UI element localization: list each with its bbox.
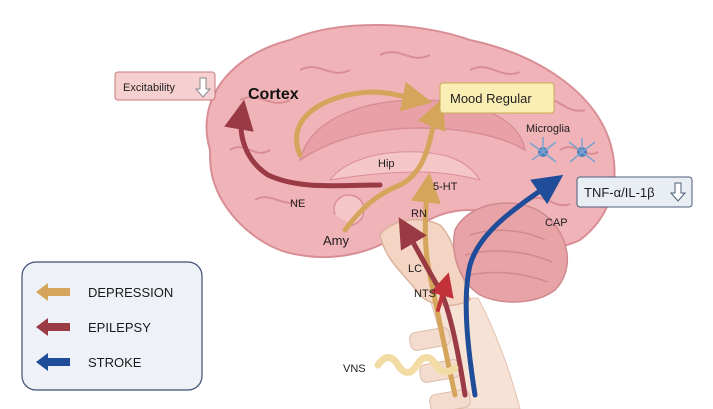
legend: DEPRESSION EPILEPSY STROKE (21, 261, 203, 391)
amy-label: Amy (323, 233, 350, 248)
nts-label: NTS (414, 288, 436, 300)
legend-label-stroke: STROKE (88, 355, 142, 370)
tnf-label: TNF-α/IL-1β (584, 185, 655, 200)
cap-label: CAP (545, 217, 568, 229)
ht-label: 5-HT (433, 181, 458, 193)
microglia-label: Microglia (526, 123, 571, 135)
down-arrow-icon (194, 77, 212, 98)
stroke-pathway (463, 174, 564, 398)
down-arrow-icon (669, 182, 687, 202)
rn-label: RN (411, 208, 427, 220)
lc-label: LC (408, 263, 422, 275)
mood-box: Mood Regular (439, 82, 555, 114)
legend-item-epilepsy: EPILEPSY (36, 318, 151, 336)
microglia-cell-icon (529, 137, 596, 163)
epilepsy-pathway (224, 99, 468, 398)
legend-item-stroke: STROKE (36, 353, 142, 371)
hip-label: Hip (378, 158, 395, 170)
cortex-label: Cortex (248, 86, 299, 103)
legend-arrow-stroke (36, 353, 70, 371)
excitability-label: Excitability (123, 82, 175, 94)
ne-label: NE (290, 198, 305, 210)
excitability-box: Excitability (114, 71, 216, 101)
vns-wave (374, 354, 459, 376)
legend-item-depression: DEPRESSION (36, 283, 173, 301)
legend-arrow-epilepsy (36, 318, 70, 336)
tnf-box: TNF-α/IL-1β (576, 176, 693, 208)
legend-label-epilepsy: EPILEPSY (88, 320, 151, 335)
legend-label-depression: DEPRESSION (88, 285, 173, 300)
mood-label: Mood Regular (450, 91, 532, 106)
legend-arrow-depression (36, 283, 70, 301)
vns-label: VNS (343, 363, 366, 375)
